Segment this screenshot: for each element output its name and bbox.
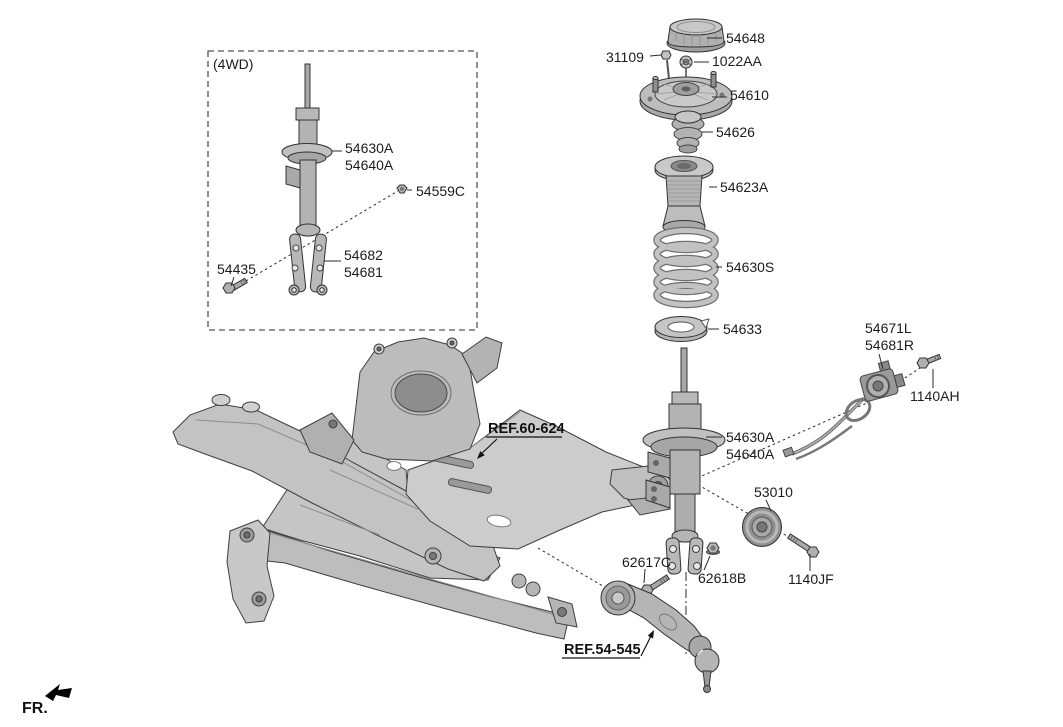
ref-label-54-545: REF.54-545 (564, 642, 641, 658)
part-label-1140ah: 1140AH (910, 388, 960, 404)
bump-stopper-54626 (671, 110, 705, 154)
part-label-54648: 54648 (726, 30, 765, 46)
part-label-54435: 54435 (217, 261, 256, 277)
ref-60-624-arrow (477, 436, 562, 459)
dust-cover-54623a (654, 155, 714, 234)
part-label-54623a: 54623A (720, 179, 769, 195)
part-label-62618b: 62618B (698, 570, 746, 586)
part-label-54681: 54681 (344, 264, 383, 280)
part-label-54610: 54610 (730, 87, 769, 103)
part-label-54626: 54626 (716, 124, 755, 140)
bolt-1140ah (916, 353, 942, 369)
part-label-54681r: 54681R (865, 337, 914, 353)
fr-direction-arrow-icon (45, 684, 72, 701)
fr-label: FR. (22, 700, 48, 717)
part-label-1140jf: 1140JF (788, 571, 834, 587)
part-label-54640a-4wd: 54640A (345, 157, 394, 173)
strut-assembly-main (642, 347, 726, 575)
bolt-54435 (222, 277, 248, 294)
part-label-54640a-main: 54640A (726, 446, 775, 462)
crossmember-subframe (172, 336, 675, 640)
bushing-53010 (742, 507, 782, 547)
cap-54648 (666, 18, 726, 53)
stabilizer-link-54671l-54681r (782, 360, 906, 461)
bolt-1140jf (786, 533, 820, 558)
part-label-54671l: 54671L (865, 320, 912, 336)
variant-4wd-box (207, 50, 478, 331)
nut-62618b (706, 542, 720, 555)
label-leader-lines (230, 37, 934, 584)
part-label-54682: 54682 (344, 247, 383, 263)
strut-assembly-4wd (281, 63, 333, 296)
variant-label: (4WD) (213, 56, 253, 72)
part-label-62617c: 62617C (622, 554, 671, 570)
part-label-54559c: 54559C (416, 183, 465, 199)
nut-31109 (660, 50, 672, 80)
part-label-54630s: 54630S (726, 259, 774, 275)
coil-spring-54630s (653, 226, 719, 309)
spring-pad-54633 (654, 316, 710, 342)
part-label-54633: 54633 (723, 321, 762, 337)
ref-54-545-arrow (562, 630, 654, 659)
ref-label-60-624: REF.60-624 (488, 421, 565, 437)
part-label-31109: 31109 (606, 49, 644, 65)
lower-control-arm (600, 580, 720, 693)
part-label-53010: 53010 (754, 484, 793, 500)
part-label-1022aa: 1022AA (712, 53, 762, 69)
part-label-54630a-main: 54630A (726, 429, 775, 445)
part-label-54630a-4wd: 54630A (345, 140, 394, 156)
nut-54559c (396, 184, 408, 194)
fr-indicator (45, 684, 72, 701)
